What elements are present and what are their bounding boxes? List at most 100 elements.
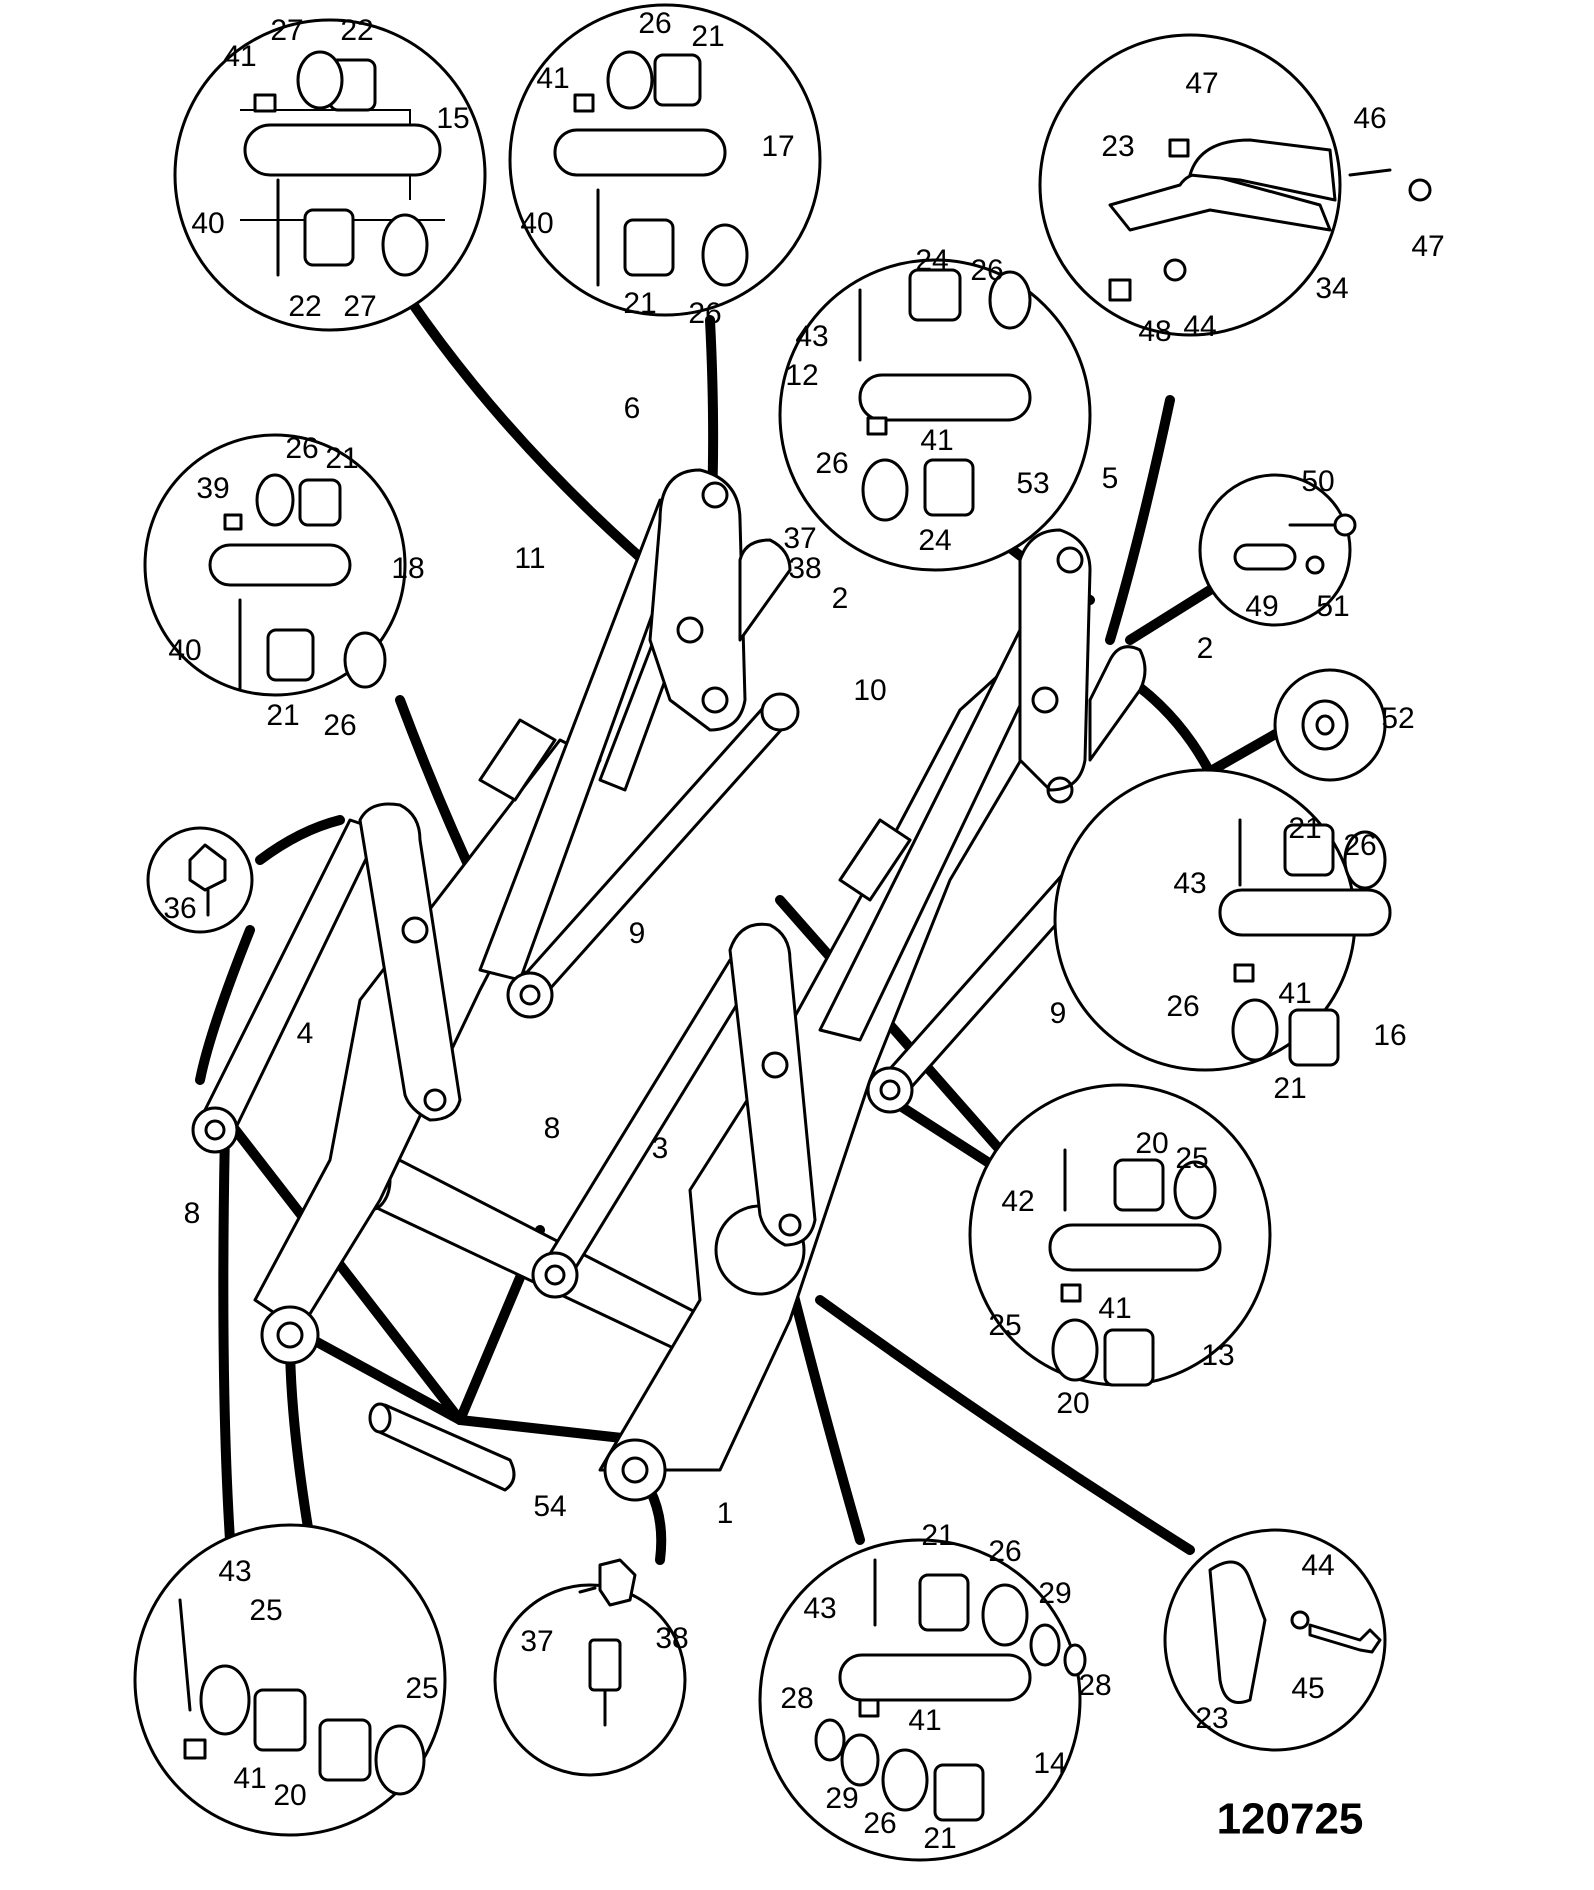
detail-d-labels: 24 26 43 12 41 53 26 24 <box>785 244 1049 557</box>
detail-b-labels: 26 21 41 17 40 21 26 <box>520 7 794 330</box>
label-m-28-right: 28 <box>1078 1669 1111 1702</box>
detail-l <box>493 1558 687 1777</box>
label-m-21-top: 21 <box>921 1519 954 1552</box>
detail-l-labels: 37 38 <box>520 1622 688 1658</box>
label-m-43: 43 <box>803 1592 836 1625</box>
label-j-20-bottom: 20 <box>1056 1387 1089 1420</box>
detail-m-labels: 21 26 43 29 28 41 28 14 29 26 21 <box>780 1519 1111 1855</box>
label-b-26-top: 26 <box>638 7 671 40</box>
label-b-26-bottom: 26 <box>688 297 721 330</box>
label-g-52: 52 <box>1381 702 1414 735</box>
label-a-22-top: 22 <box>340 14 373 47</box>
label-m-41: 41 <box>908 1704 941 1737</box>
label-3: 3 <box>652 1132 669 1165</box>
tilt-plate-4 <box>358 802 462 1122</box>
label-j-20-top: 20 <box>1135 1127 1168 1160</box>
label-l-38: 38 <box>655 1622 688 1655</box>
label-54: 54 <box>533 1490 566 1523</box>
label-j-25-bottom: 25 <box>988 1309 1021 1342</box>
label-2-left: 2 <box>832 582 849 615</box>
detail-n-labels: 44 23 45 <box>1195 1549 1334 1735</box>
label-a-27-top: 27 <box>270 14 303 47</box>
label-a-22-bottom: 22 <box>288 290 321 323</box>
detail-f-labels: 50 49 51 <box>1245 465 1349 623</box>
detail-i-labels: 21 26 43 41 26 16 21 <box>1166 812 1406 1105</box>
label-k-43: 43 <box>218 1555 251 1588</box>
label-j-25-top: 25 <box>1175 1142 1208 1175</box>
label-d-43: 43 <box>795 320 828 353</box>
label-8-left: 8 <box>184 1197 201 1230</box>
label-m-26-top: 26 <box>988 1535 1021 1568</box>
detail-f <box>1198 473 1357 627</box>
label-a-27-bottom: 27 <box>343 290 376 323</box>
detail-h-labels: 36 <box>163 892 196 925</box>
label-k-25-left: 25 <box>249 1594 282 1627</box>
label-m-29-top: 29 <box>1038 1577 1071 1610</box>
detail-m <box>758 1538 1087 1862</box>
label-6: 6 <box>624 392 641 425</box>
label-c-48: 48 <box>1138 315 1171 348</box>
label-c-44: 44 <box>1183 310 1216 343</box>
label-e-21-top: 21 <box>325 442 358 475</box>
label-f-49: 49 <box>1245 590 1278 623</box>
label-i-41: 41 <box>1278 977 1311 1010</box>
label-9-left: 9 <box>629 917 646 950</box>
tilt-plate-3 <box>728 922 817 1247</box>
label-8-center: 8 <box>544 1112 561 1145</box>
label-9-right: 9 <box>1050 997 1067 1030</box>
label-d-26-bottom: 26 <box>815 447 848 480</box>
label-i-21-top: 21 <box>1288 812 1321 845</box>
label-m-14: 14 <box>1033 1747 1066 1780</box>
label-b-21-top: 21 <box>691 20 724 53</box>
label-n-44: 44 <box>1301 1549 1334 1582</box>
detail-c <box>1038 33 1432 337</box>
label-1: 1 <box>717 1497 734 1530</box>
label-m-29-bottom: 29 <box>825 1782 858 1815</box>
label-d-26-top: 26 <box>970 254 1003 287</box>
label-h-36: 36 <box>163 892 196 925</box>
label-m-28-left: 28 <box>780 1682 813 1715</box>
label-b-21-bottom: 21 <box>623 287 656 320</box>
label-j-41: 41 <box>1098 1292 1131 1325</box>
label-m-21-bottom: 21 <box>923 1822 956 1855</box>
label-e-26-bottom: 26 <box>323 709 356 742</box>
drawing-number: 120725 <box>1217 1795 1364 1844</box>
label-2-right: 2 <box>1197 632 1214 665</box>
label-c-34: 34 <box>1315 272 1348 305</box>
detail-k-labels: 43 25 25 41 20 <box>218 1555 438 1812</box>
detail-b <box>508 3 822 317</box>
label-c-47-top: 47 <box>1185 67 1218 100</box>
label-i-21-bottom: 21 <box>1273 1072 1306 1105</box>
detail-e <box>143 433 407 697</box>
main-callouts: 1 2 2 3 4 5 6 8 8 9 9 10 11 37 38 54 <box>184 392 1214 1530</box>
crank-2-left <box>738 538 792 642</box>
label-37: 37 <box>783 522 816 555</box>
label-k-20: 20 <box>273 1779 306 1812</box>
label-d-12: 12 <box>785 359 818 392</box>
label-d-24-top: 24 <box>915 244 948 277</box>
label-n-45: 45 <box>1291 1672 1324 1705</box>
detail-i <box>1053 768 1392 1072</box>
label-i-43: 43 <box>1173 867 1206 900</box>
label-5: 5 <box>1102 462 1119 495</box>
label-e-18: 18 <box>391 552 424 585</box>
label-11: 11 <box>514 542 545 575</box>
pin-54 <box>370 1403 516 1492</box>
label-i-26-bottom: 26 <box>1166 990 1199 1023</box>
label-b-40: 40 <box>520 207 553 240</box>
detail-g-labels: 52 <box>1381 702 1414 735</box>
loader-frame <box>191 468 1150 1502</box>
label-k-41: 41 <box>233 1762 266 1795</box>
label-c-46: 46 <box>1353 102 1386 135</box>
label-c-47-bottom: 47 <box>1411 230 1444 263</box>
label-j-42: 42 <box>1001 1185 1034 1218</box>
label-d-24-bottom: 24 <box>918 524 951 557</box>
label-38: 38 <box>788 552 821 585</box>
label-k-25-right: 25 <box>405 1672 438 1705</box>
label-f-51: 51 <box>1316 590 1349 623</box>
label-b-17: 17 <box>761 130 794 163</box>
label-c-23: 23 <box>1101 130 1134 163</box>
label-f-50: 50 <box>1301 465 1334 498</box>
label-a-41: 41 <box>223 40 256 73</box>
